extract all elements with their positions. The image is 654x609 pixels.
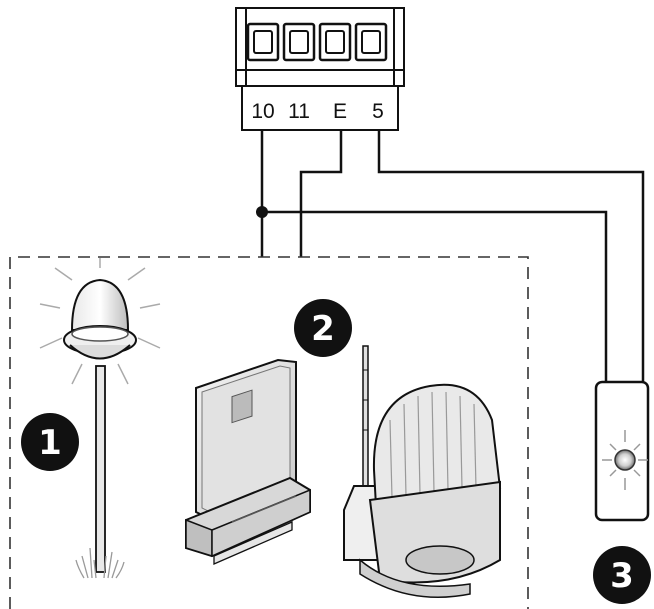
terminal-screw-5 [354, 22, 388, 62]
terminal-label-5: 5 [372, 100, 384, 123]
indicator-light-icon [594, 380, 650, 522]
garden-lamp-icon [39, 258, 161, 579]
device-number-3: 3 [610, 556, 634, 596]
wire-terminal-5 [377, 130, 645, 382]
device-badge-2: 2 [294, 299, 352, 357]
device-badge-1: 1 [21, 413, 79, 471]
terminal-screw-e [318, 22, 352, 62]
flashing-light-icon [343, 345, 502, 599]
receiver-card-icon [185, 358, 311, 565]
wire-terminal-e [299, 130, 343, 257]
terminal-label-11: 11 [288, 100, 310, 123]
terminal-screw-10 [246, 22, 280, 62]
terminal-label-e: E [333, 100, 347, 123]
terminal-screw-11 [282, 22, 316, 62]
dashed-device-group [9, 256, 529, 609]
device-badge-3: 3 [593, 546, 651, 604]
wiring [260, 130, 645, 382]
terminal-block: 10 11 E 5 [235, 7, 405, 131]
wire-common-branch [262, 210, 608, 382]
wire-junction-dot [256, 206, 268, 218]
device-number-2: 2 [311, 309, 335, 349]
device-number-1: 1 [38, 423, 62, 463]
terminal-label-10: 10 [251, 100, 274, 123]
